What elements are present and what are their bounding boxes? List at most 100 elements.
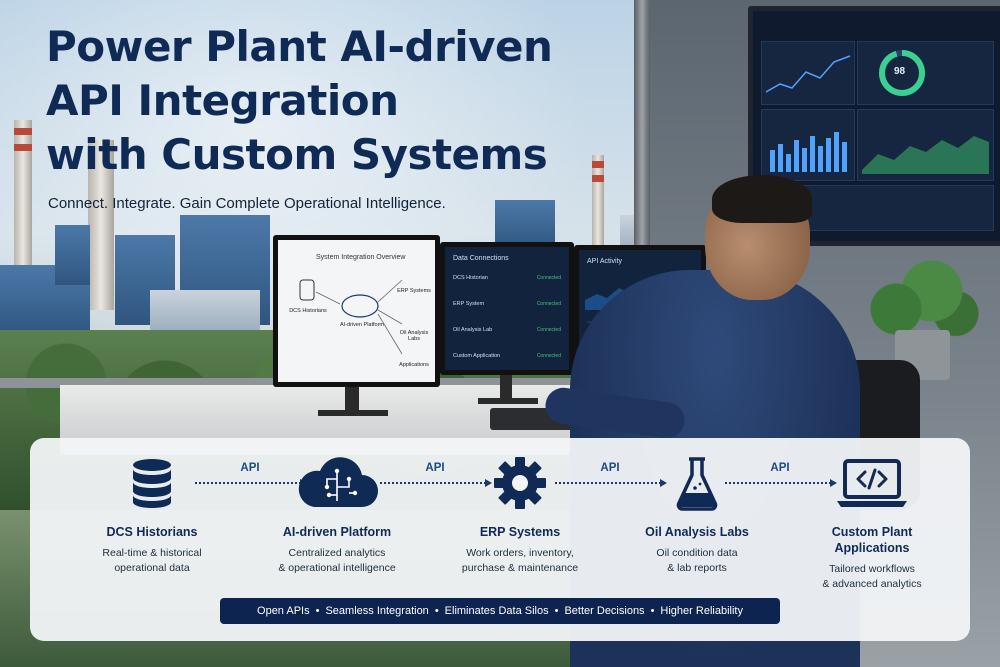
benefits-bar: Open APIs • Seamless Integration • Elimi… — [220, 598, 780, 624]
cooling-tower — [88, 140, 114, 310]
gauge-ring — [879, 50, 925, 96]
bar-chart-panel — [761, 109, 855, 181]
api-link-label: API — [240, 462, 260, 474]
monitor-left-stand — [345, 387, 359, 412]
connection-name: Oil Analysis Lab — [453, 327, 493, 333]
flow-node-custom-applications: Custom Plant Applications Tailored workf… — [787, 452, 957, 592]
connection-name: ERP System — [453, 301, 485, 307]
gauge-panel: 98 — [857, 41, 994, 105]
benefit-item: Seamless Integration — [325, 605, 429, 617]
api-link: API — [725, 462, 837, 487]
flow-node-title: DCS Historians — [106, 525, 198, 539]
api-link: API — [380, 462, 492, 487]
headline: Power Plant AI-driven API Integration wi… — [46, 20, 606, 182]
plant-building — [495, 200, 555, 250]
ai-cloud-icon — [298, 457, 378, 507]
api-link-label: API — [770, 462, 790, 474]
flow-node-erp-systems: ERP Systems Work orders, inventory, purc… — [435, 452, 605, 576]
headline-line-1: Power Plant AI-driven — [46, 22, 553, 71]
benefit-item: Better Decisions — [564, 605, 645, 617]
flow-node-desc-line: Work orders, inventory, — [466, 547, 574, 559]
flow-node-desc-line: & operational intelligence — [278, 562, 396, 574]
flow-node-title: ERP Systems — [479, 525, 561, 539]
connection-row: ERP System Connected — [453, 301, 561, 307]
code-laptop-icon — [837, 459, 907, 507]
subtitle: Connect. Integrate. Gain Complete Operat… — [48, 195, 446, 212]
mini-diagram-lines — [299, 279, 403, 355]
monitor-left-base — [318, 410, 388, 416]
monitor-left: System Integration Overview DCS Historia… — [273, 235, 440, 387]
mini-node-platform: AI-driven Platform — [339, 322, 384, 328]
api-arrow — [380, 479, 492, 487]
flow-node-desc-line: & lab reports — [667, 562, 727, 574]
gear-icon — [494, 457, 546, 509]
area-chart-panel — [857, 109, 994, 181]
api-link-label: API — [425, 462, 445, 474]
plant-building — [150, 290, 260, 330]
connection-row: DCS Historian Connected — [453, 275, 561, 281]
line-chart-graphic — [765, 55, 851, 93]
flow-node-oil-analysis-labs: Oil Analysis Labs Oil condition data & l… — [612, 452, 782, 576]
benefit-item: Higher Reliability — [660, 605, 743, 617]
flow-node-title: AI-driven Platform — [282, 525, 392, 539]
chimney — [592, 155, 604, 250]
monitor-right-title: API Activity — [587, 258, 623, 265]
flow-node-dcs-historians: DCS Historians Real-time & historical op… — [67, 452, 237, 576]
flow-node-desc-line: Oil condition data — [656, 547, 738, 559]
flow-node-desc-line: Centralized analytics — [288, 547, 386, 559]
flow-node-desc-line: operational data — [114, 562, 190, 574]
separator-dot: • — [554, 605, 559, 617]
flow-node-desc: Real-time & historical operational data — [67, 546, 237, 576]
connection-status: Connected — [536, 327, 561, 333]
connection-row: Oil Analysis Lab Connected — [453, 327, 561, 333]
flask-icon — [676, 457, 718, 511]
flow-node-desc: Work orders, inventory, purchase & maint… — [435, 546, 605, 576]
wall-dashboard-screen: 98 — [748, 6, 1000, 246]
flow-node-desc-line: purchase & maintenance — [461, 562, 579, 574]
separator-dot: • — [315, 605, 320, 617]
separator-dot: • — [650, 605, 655, 617]
flow-node-title: Oil Analysis Labs — [645, 525, 749, 539]
bar-chart-graphic — [770, 132, 847, 172]
mini-node-erp: ERP Systems — [397, 288, 431, 294]
database-icon — [133, 459, 171, 508]
flow-node-desc: Centralized analytics & operational inte… — [252, 546, 422, 576]
api-arrow — [725, 479, 837, 487]
connection-name: Custom Application — [453, 353, 501, 359]
connection-status: Connected — [536, 353, 561, 359]
connection-status: Connected — [536, 301, 561, 307]
separator-dot: • — [434, 605, 439, 617]
connection-row: Custom Application Connected — [453, 353, 561, 359]
monitor-middle-stand — [500, 375, 512, 400]
flow-node-desc-line: & advanced analytics — [822, 578, 922, 590]
mini-node-dcs: DCS Historians — [289, 308, 327, 314]
monitor-middle: Data Connections DCS Historian Connected… — [440, 242, 574, 375]
flow-node-desc: Oil condition data & lab reports — [612, 546, 782, 576]
api-link-label: API — [600, 462, 620, 474]
area-chart-graphic — [862, 136, 989, 174]
flow-node-title: Custom Plant Applications — [831, 525, 913, 555]
gauge-value: 98 — [894, 66, 906, 77]
headline-line-3: with Custom Systems — [46, 130, 548, 179]
connection-status: Connected — [536, 275, 561, 281]
flow-node-desc-line: Tailored workflows — [829, 563, 915, 575]
flow-node-desc: Tailored workflows & advanced analytics — [787, 562, 957, 592]
plant-building — [55, 225, 90, 285]
connection-name: DCS Historian — [453, 275, 488, 281]
api-link: API — [555, 462, 667, 487]
monitor-left-title: System Integration Overview — [316, 254, 406, 261]
benefit-item: Eliminates Data Silos — [444, 605, 549, 617]
engineer-hair — [712, 175, 812, 223]
headline-line-2: API Integration — [46, 76, 399, 125]
mini-node-labs: Oil Analysis Labs — [399, 330, 429, 342]
chimney — [14, 120, 32, 310]
benefit-item: Open APIs — [257, 605, 310, 617]
monitor-middle-base — [478, 398, 538, 404]
monitor-middle-title: Data Connections — [453, 255, 509, 262]
mini-node-apps: Applications — [399, 362, 429, 368]
api-arrow — [555, 479, 667, 487]
integration-flow-panel: DCS Historians Real-time & historical op… — [30, 438, 970, 641]
line-chart-panel — [761, 41, 855, 105]
flow-node-ai-platform: AI-driven Platform Centralized analytics… — [252, 452, 422, 576]
flow-node-desc-line: Real-time & historical — [102, 547, 202, 559]
